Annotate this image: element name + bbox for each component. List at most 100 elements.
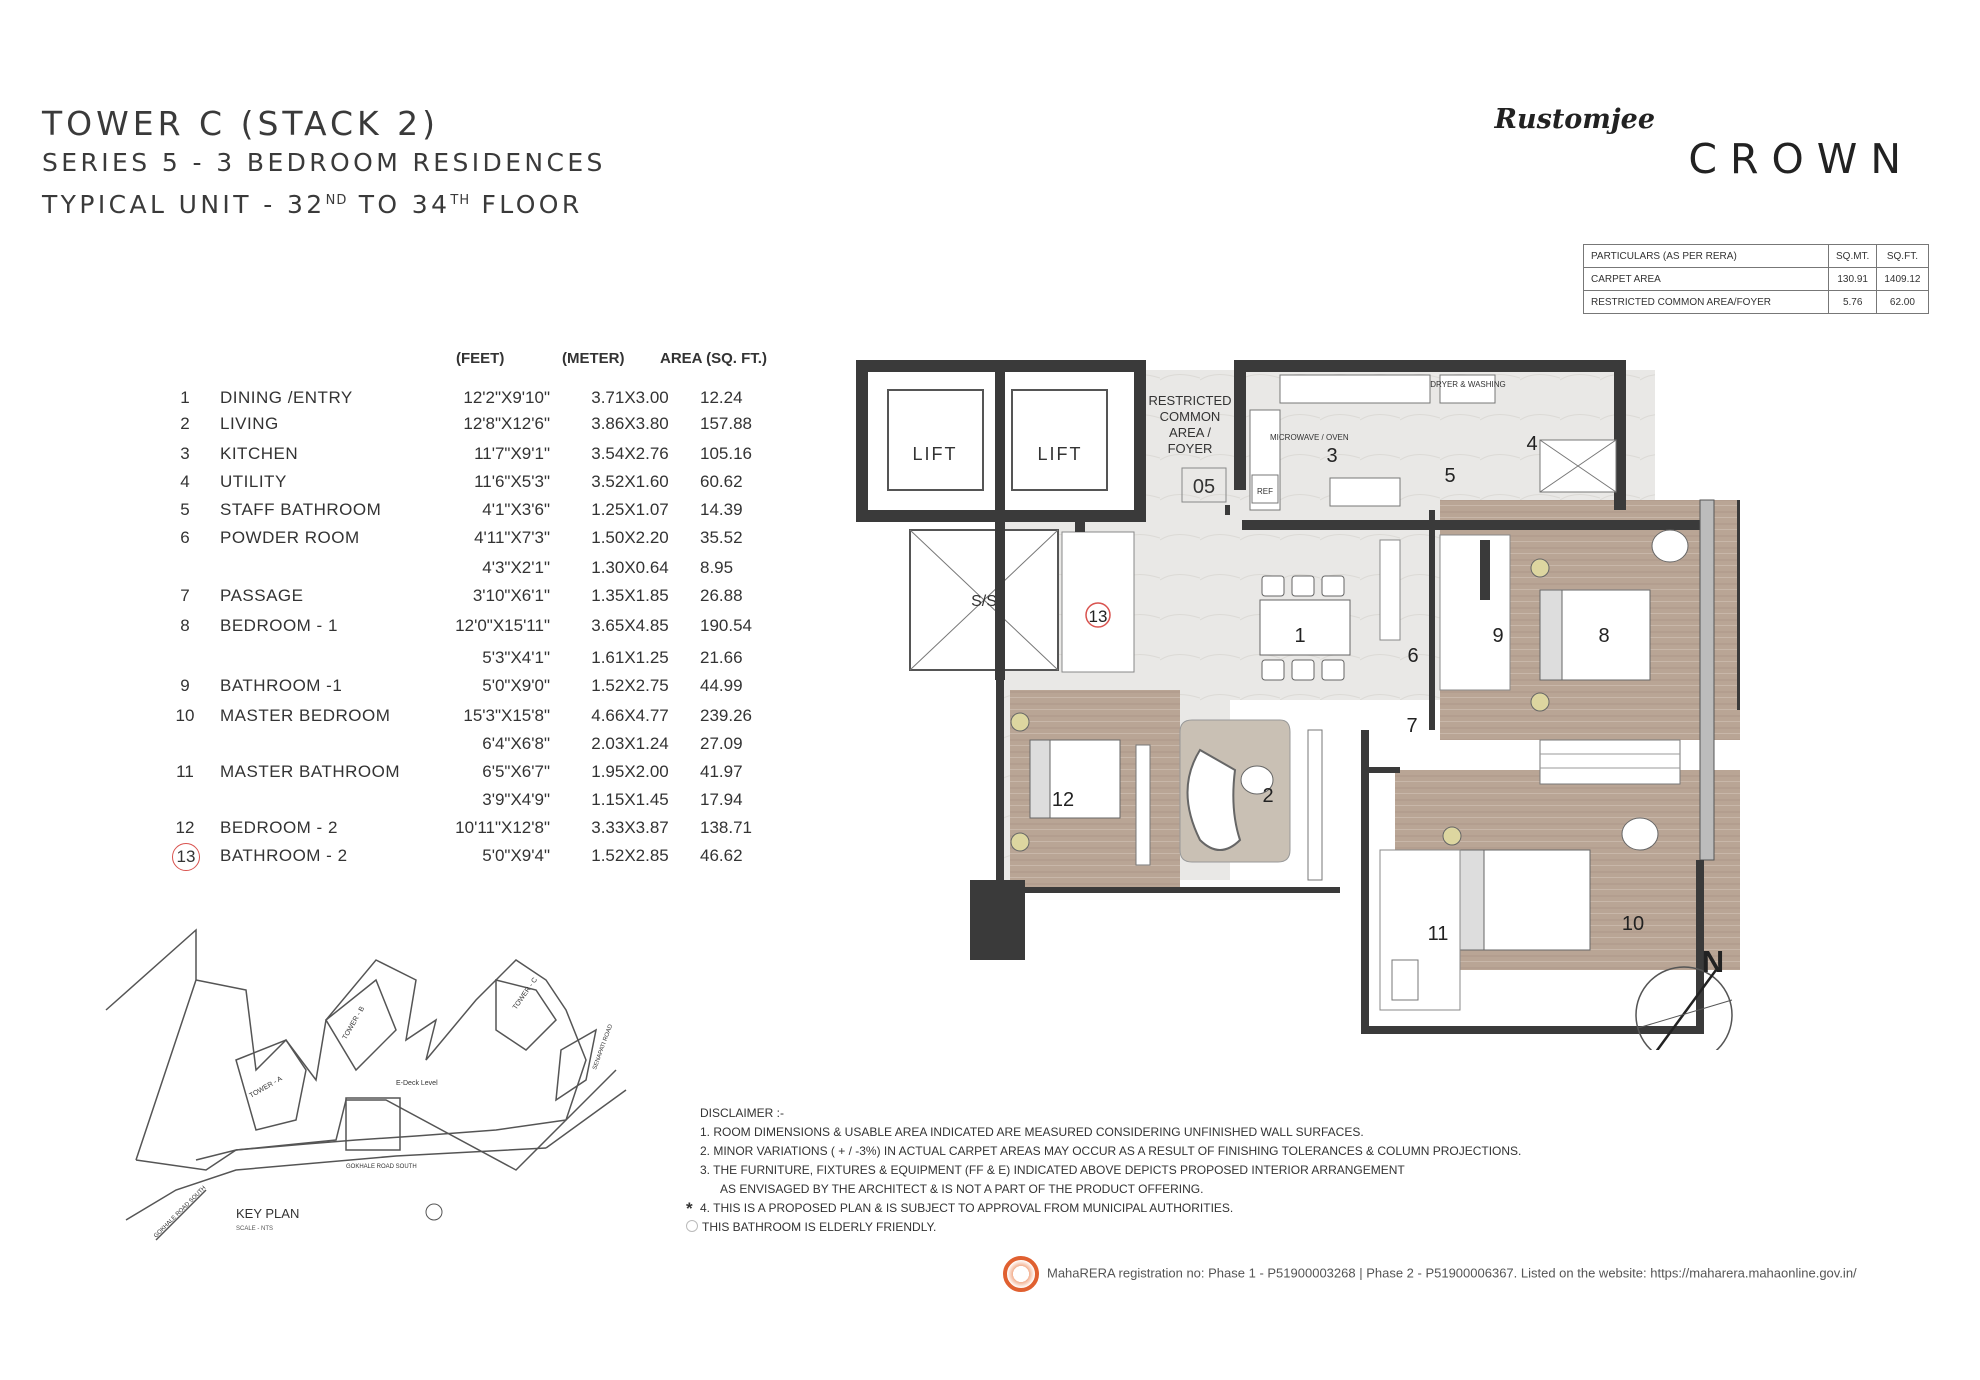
schedule-no: 2: [180, 414, 190, 433]
table-row: PARTICULARS (AS PER RERA) SQ.MT. SQ.FT.: [1583, 244, 1929, 268]
schedule-no: 11: [176, 762, 194, 781]
microwave-label: MICROWAVE / OVEN: [1270, 433, 1349, 442]
schedule-name: DINING /ENTRY: [220, 388, 353, 407]
rera-seal-icon: [1003, 1256, 1039, 1292]
schedule-meter: 1.25X1.07: [591, 500, 669, 519]
schedule-area: 44.99: [700, 676, 743, 695]
foyer-label-1: RESTRICTED: [1148, 393, 1231, 408]
schedule-area: 12.24: [700, 388, 743, 407]
lift-2-label: LIFT: [1037, 444, 1082, 464]
schedule-no: 7: [180, 586, 190, 605]
schedule-feet: 10'11"X12'8": [455, 818, 550, 837]
room-7-number: 7: [1406, 715, 1417, 737]
schedule-meter: 3.86X3.80: [591, 414, 669, 433]
schedule-feet: 12'8"X12'6": [463, 414, 550, 433]
tower-a-label: TOWER - A: [249, 1075, 284, 1099]
tower-b-label: TOWER - B: [342, 1005, 367, 1041]
schedule-meter: 1.50X2.20: [591, 528, 669, 547]
room-8-number: 8: [1598, 625, 1609, 647]
room-6-number: 6: [1407, 645, 1418, 667]
schedule-no: 10: [175, 706, 195, 725]
schedule-meter: 1.61X1.25: [591, 648, 669, 667]
foyer-label-3: AREA /: [1169, 425, 1211, 440]
schedule-feet: 11'7"X9'1": [474, 444, 550, 463]
floor-plan: LIFT LIFT RESTRICTED COMMON AREA / FOYER…: [856, 360, 1740, 1050]
tower-title: TOWER C (STACK 2): [42, 104, 440, 143]
schedule-feet: 3'9"X4'9": [482, 790, 550, 809]
schedule-meter: 1.52X2.85: [591, 846, 669, 865]
foyer-label-4: FOYER: [1168, 441, 1213, 456]
title-block: TOWER C (STACK 2) SERIES 5 - 3 BEDROOM R…: [42, 104, 606, 224]
key-plan-scale: SCALE - NTS: [236, 1226, 273, 1232]
tower-c-label: TOWER - C: [512, 977, 539, 1011]
brand-logo-script: Rustomjee: [1494, 104, 1655, 135]
disclaimer-line-2: 2. MINOR VARIATIONS ( + / -3%) IN ACTUAL…: [700, 1144, 1522, 1158]
schedule-feet: 15'3"X15'8": [463, 706, 550, 725]
foyer-label-2: COMMON: [1160, 409, 1221, 424]
schedule-meter: 1.30X0.64: [591, 558, 669, 577]
schedule-no: 8: [180, 616, 190, 635]
dryer-label: DRYER & WASHING: [1430, 380, 1506, 389]
schedule-feet: 4'3"X2'1": [482, 558, 550, 577]
schedule-no: 4: [180, 472, 190, 491]
schedule-name: PASSAGE: [220, 586, 304, 605]
schedule-feet: 11'6"X5'3": [474, 472, 550, 491]
col-area-header: AREA (SQ. FT.): [660, 350, 767, 367]
schedule-area: 35.52: [700, 528, 743, 547]
schedule-name: BEDROOM - 2: [220, 818, 338, 837]
schedule-feet: 6'5"X6'7": [482, 762, 550, 781]
schedule-area: 41.97: [700, 762, 743, 781]
schedule-feet: 4'1"X3'6": [482, 500, 550, 519]
schedule-name: MASTER BEDROOM: [220, 706, 391, 725]
schedule-name: BEDROOM - 1: [220, 616, 338, 635]
room-2-number: 2: [1262, 785, 1273, 807]
schedule-meter: 1.15X1.45: [591, 790, 669, 809]
north-label: N: [1702, 944, 1724, 979]
schedule-meter: 2.03X1.24: [591, 734, 669, 753]
schedule-area: 8.95: [700, 558, 734, 577]
schedule-no: 12: [175, 818, 195, 837]
shaft-label: S/S: [971, 593, 997, 610]
room-12-number: 12: [1052, 789, 1074, 811]
asterisk-icon: *: [686, 1199, 693, 1218]
schedule-area: 239.26: [700, 706, 752, 725]
schedule-meter: 4.66X4.77: [591, 706, 669, 725]
schedule-area: 17.94: [700, 790, 743, 809]
schedule-meter: 3.71X3.00: [591, 388, 669, 407]
table-row: CARPET AREA 130.91 1409.12: [1583, 267, 1929, 291]
foyer-number: 05: [1193, 476, 1215, 498]
room-13-number: 13: [1089, 607, 1108, 626]
schedule-feet: 4'11"X7'3": [474, 528, 550, 547]
schedule-name: LIVING: [220, 414, 279, 433]
schedule-no: 9: [180, 676, 190, 695]
column: [970, 880, 1025, 960]
schedule-meter: 3.52X1.60: [591, 472, 669, 491]
schedule-meter: 3.33X3.87: [591, 818, 669, 837]
schedule-feet: 5'3"X4'1": [482, 648, 550, 667]
schedule-feet: 5'0"X9'0": [482, 676, 550, 695]
schedule-name: BATHROOM -1: [220, 676, 343, 695]
schedule-feet: 3'10"X6'1": [472, 586, 550, 605]
foyer-number-box: [1181, 467, 1227, 503]
series-subtitle: SERIES 5 - 3 BEDROOM RESIDENCES: [42, 148, 606, 177]
key-plan-compass: [425, 1203, 443, 1221]
schedule-feet: 12'2"X9'10": [463, 388, 550, 407]
rera-footer: MahaRERA registration no: Phase 1 - P519…: [1003, 1256, 1857, 1292]
schedule-no: 5: [180, 500, 190, 519]
edeck-label: E-Deck Level: [396, 1080, 438, 1087]
room-1-number: 1: [1294, 625, 1305, 647]
ref-label: REF: [1257, 487, 1273, 496]
schedule-area: 21.66: [700, 648, 743, 667]
room-13-circle: [1085, 602, 1111, 628]
schedule-meter: 3.65X4.85: [591, 616, 669, 635]
